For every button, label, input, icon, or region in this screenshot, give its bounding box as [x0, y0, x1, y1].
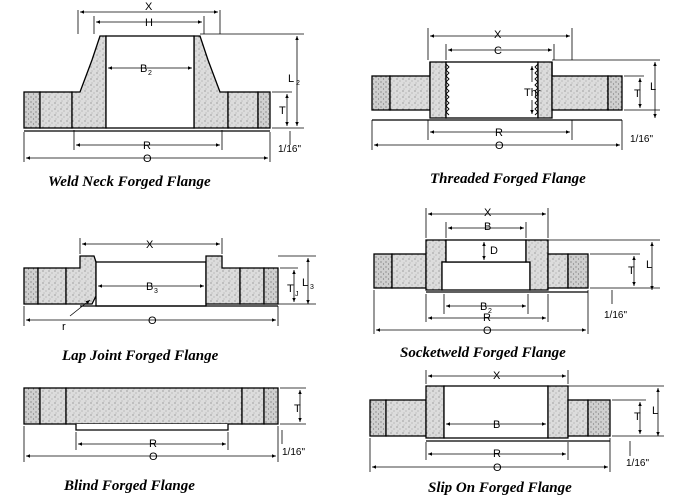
weld-neck-b-sub: 2 [148, 70, 152, 77]
weld-neck-h-label: H [145, 17, 153, 29]
threaded-c-label: C [494, 45, 502, 57]
threaded-offset-label: 1/16" [630, 134, 653, 145]
weld-neck-t-label: T [279, 105, 286, 117]
lap-joint-dimensions [23, 238, 316, 326]
blind-t-label: T [294, 403, 301, 415]
lap-joint-title: Lap Joint Forged Flange [61, 348, 219, 364]
weld-neck-title: Weld Neck Forged Flange [48, 174, 211, 190]
blind-body [23, 387, 279, 431]
socketweld-t-label: T [628, 265, 635, 277]
socketweld-b2-sub: 2 [488, 308, 492, 315]
slip-on-x-label: X [493, 370, 501, 382]
socketweld-dimensions [373, 208, 660, 334]
lap-joint-x-label: X [146, 239, 154, 251]
threaded-title: Threaded Forged Flange [430, 171, 586, 187]
lap-joint-b-label: B [146, 281, 153, 293]
slip-on-o-label: O [493, 462, 502, 474]
socketweld-body [373, 239, 589, 293]
lap-joint-diagram: X B 3 T J L 3 r O Lap Joint Forged Flang… [23, 238, 316, 364]
lap-joint-l-label: L [302, 277, 308, 289]
threaded-body [371, 61, 623, 121]
lap-joint-r-small-label: r [62, 321, 66, 333]
threaded-diagram: X C Thr T L R O 1/16" Threaded Forged Fl… [371, 28, 660, 187]
weld-neck-dimensions [23, 10, 304, 162]
weld-neck-offset-label: 1/16" [278, 144, 301, 155]
blind-r-label: R [149, 438, 157, 450]
threaded-x-label: X [494, 29, 502, 41]
weld-neck-l-sub: 2 [296, 80, 300, 87]
weld-neck-body [23, 35, 271, 132]
blind-offset-label: 1/16" [282, 447, 305, 458]
slip-on-offset-label: 1/16" [626, 458, 649, 469]
weld-neck-r-label: R [143, 140, 151, 152]
lap-joint-b-sub: 3 [154, 288, 158, 295]
socketweld-o-label: O [483, 325, 492, 337]
socketweld-b-label: B [484, 221, 491, 233]
lap-joint-body [23, 255, 279, 307]
slip-on-b-label: B [493, 419, 500, 431]
socketweld-title: Socketweld Forged Flange [400, 345, 566, 361]
threaded-thr-label: Thr [524, 87, 541, 99]
slip-on-l-label: L [652, 405, 658, 417]
weld-neck-o-label: O [143, 153, 152, 165]
slip-on-r-label: R [493, 448, 501, 460]
socketweld-offset-label: 1/16" [604, 310, 627, 321]
slip-on-title: Slip On Forged Flange [428, 480, 572, 496]
blind-diagram: T R O 1/16" Blind Forged Flange [23, 387, 306, 494]
weld-neck-diagram: X H B 2 L 2 T R O 1/16" Weld Neck Forged… [23, 1, 304, 190]
slip-on-body [369, 385, 611, 442]
socketweld-d-label: D [490, 245, 498, 257]
lap-joint-l-sub: 3 [310, 284, 314, 291]
lap-joint-t-label: T [287, 283, 294, 295]
socketweld-b2-label: B [480, 301, 487, 313]
slip-on-diagram: X B T L R O 1/16" Slip On Forged Flange [369, 370, 664, 496]
socketweld-x-label: X [484, 207, 492, 219]
blind-dimensions [23, 387, 306, 462]
slip-on-dimensions [369, 370, 664, 472]
socketweld-diagram: X B D T L B 2 R O 1/16" Socketweld Forge… [373, 207, 660, 361]
weld-neck-b-label: B [140, 63, 147, 75]
threaded-o-label: O [495, 140, 504, 152]
threaded-r-label: R [495, 127, 503, 139]
threaded-dimensions [371, 28, 660, 150]
socketweld-r-label: R [483, 312, 491, 324]
blind-o-label: O [149, 451, 158, 463]
lap-joint-t-sub: J [295, 291, 299, 298]
socketweld-l-label: L [646, 259, 652, 271]
threaded-l-label: L [650, 81, 656, 93]
slip-on-t-label: T [634, 411, 641, 423]
weld-neck-x-label: X [145, 1, 153, 13]
threaded-t-label: T [634, 88, 641, 100]
weld-neck-l-label: L [288, 73, 294, 85]
blind-title: Blind Forged Flange [63, 478, 195, 494]
lap-joint-o-label: O [148, 315, 157, 327]
